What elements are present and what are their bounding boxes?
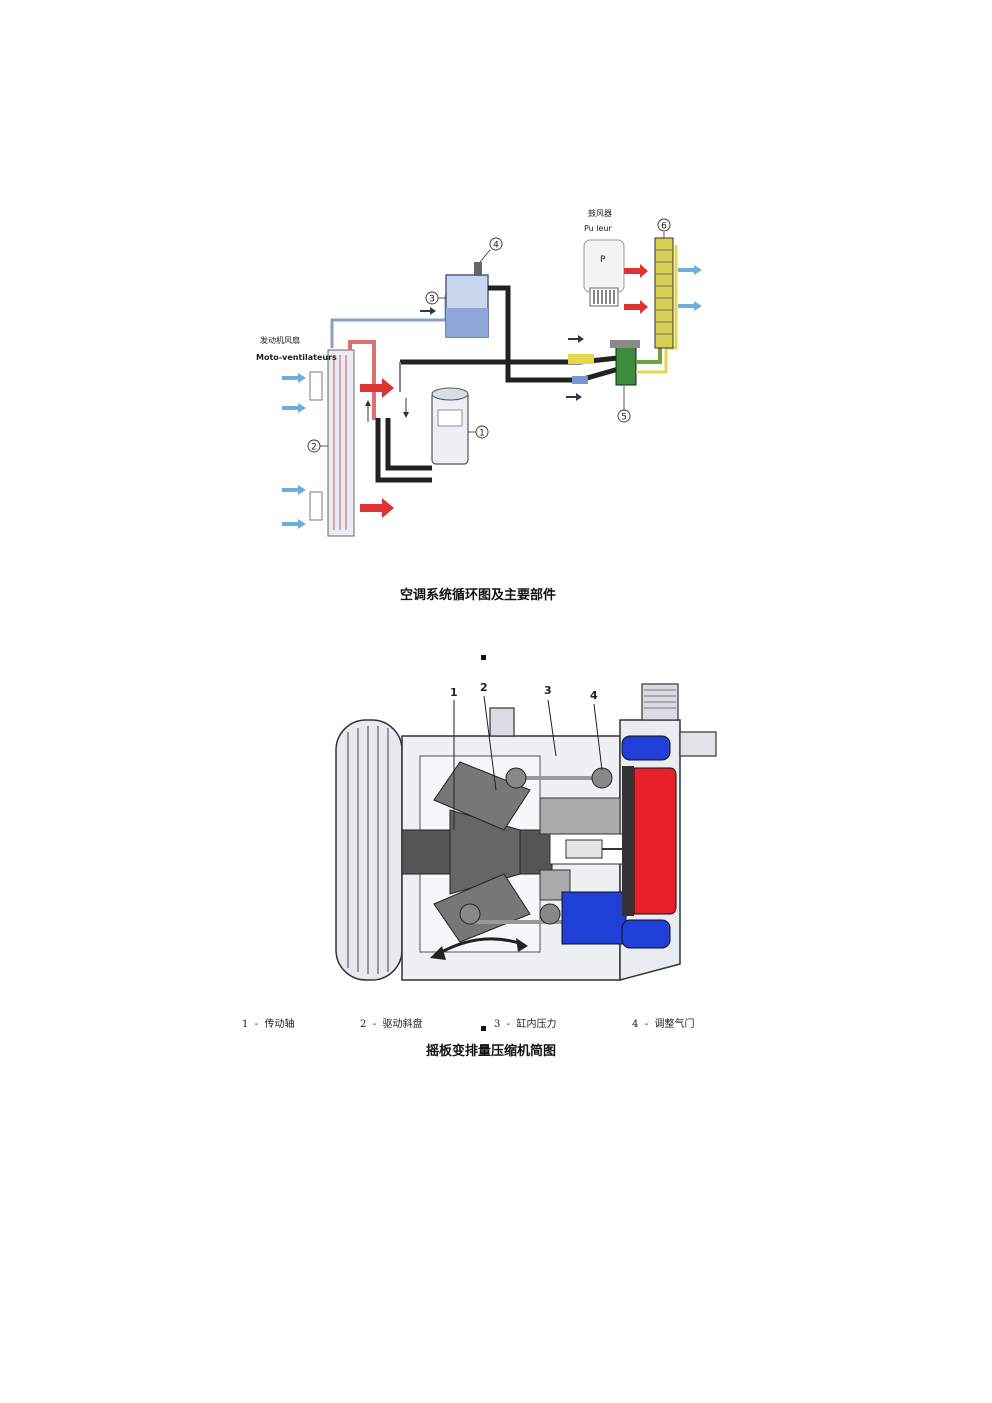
leader-line-3: [547, 699, 557, 757]
blower-label-cn: 鼓风器: [588, 208, 612, 218]
receiver-sensor: [474, 262, 482, 276]
rotation-arrow-head: [430, 946, 446, 960]
blower-label-fr: Pu leur: [584, 224, 613, 233]
blower-grille: [589, 287, 619, 307]
hot-air-arrow: [360, 378, 394, 398]
callout-6: 6: [657, 218, 671, 238]
cool-air-arrow: [678, 301, 702, 311]
warm-air-arrow: [624, 264, 648, 278]
evaporator-core: [654, 237, 674, 349]
piston-ball: [539, 903, 561, 925]
pipe-suction: [385, 418, 432, 471]
piston-ball: [591, 767, 613, 789]
compressor-cross-section: 1 2 3 4: [335, 681, 717, 981]
figure1-caption: 空调系统循环图及主要部件: [400, 588, 557, 603]
cool-air-arrow: [282, 519, 306, 529]
svg-text:4: 4: [493, 241, 499, 251]
flow-arrow: [566, 393, 582, 401]
cylinder-block-upper: [539, 797, 621, 835]
callout-2: 2: [480, 681, 488, 694]
pipe-fitting-yellow: [568, 354, 594, 364]
ac-circulation-diagram: 1 2 3 4 5 6 鼓风器 Pu leur P 发动机风扇 Moto-ven…: [256, 208, 702, 537]
svg-text:6: 6: [661, 222, 667, 232]
valve-plate: [622, 766, 634, 916]
condenser-fan: [309, 491, 323, 521]
pipe-discharge: [375, 418, 432, 483]
svg-text:3: 3: [429, 295, 435, 305]
callout-3: 3: [544, 684, 552, 697]
callout-1: 1: [450, 686, 458, 699]
svg-text:2: 2: [311, 443, 317, 453]
cool-air-arrow: [678, 265, 702, 275]
svg-text:5: 5: [621, 413, 627, 423]
condenser-core: [327, 349, 355, 537]
callout-4: 4: [590, 689, 598, 702]
legend-item-2: 2 - 驱动斜盘: [360, 1019, 423, 1030]
pipe-receiver-to-valve: [488, 285, 623, 383]
legend-item-3: 3 - 缸内压力: [494, 1019, 557, 1030]
bullet-marker: [481, 655, 486, 660]
blower-unit: [583, 239, 625, 293]
cool-air-arrow: [282, 403, 306, 413]
flow-arrow-head: [365, 400, 371, 406]
cool-air-arrow: [282, 373, 306, 383]
pipe-fitting-blue: [572, 376, 588, 384]
flow-arrow-head: [403, 412, 409, 418]
figure2-caption: 摇板变排量压缩机简图: [426, 1044, 557, 1059]
callout-1: 1: [468, 425, 489, 439]
piston-ball: [505, 767, 527, 789]
suction-port-lower: [621, 919, 671, 949]
rotation-arrow: [437, 937, 523, 956]
callout-2: 2: [307, 439, 328, 453]
compressor-clutch: [437, 409, 463, 427]
compressor-pulley: [335, 719, 403, 981]
pipe-hot-gas: [348, 340, 376, 420]
bullet-marker: [481, 1026, 486, 1031]
callout-4: 4: [479, 237, 503, 263]
rotation-arrow-head: [516, 938, 528, 952]
suction-chamber: [561, 891, 627, 945]
hot-air-arrow: [360, 498, 394, 518]
fan-label-cn: 发动机风扇: [260, 335, 300, 345]
top-bolt: [489, 707, 515, 737]
legend-item-4: 4 - 调整气门: [632, 1019, 695, 1030]
piston-ball: [459, 903, 481, 925]
svg-text:1: 1: [479, 429, 485, 439]
side-fitting: [679, 731, 717, 757]
condenser-fan: [309, 371, 323, 401]
compressor-pulley: [431, 387, 469, 401]
leader-line-4: [593, 703, 603, 771]
control-valve-spool: [565, 839, 603, 859]
expansion-valve: [615, 344, 637, 386]
warm-air-arrow: [624, 300, 648, 314]
compressor-body: [431, 391, 469, 465]
cool-air-arrow: [282, 485, 306, 495]
swash-plate-lower: [433, 873, 531, 943]
flow-arrow: [568, 335, 584, 343]
legend-item-1: 1 - 传动轴: [242, 1019, 295, 1030]
fan-label-fr: Moto-ventilateurs: [256, 353, 337, 362]
suction-port-upper: [621, 735, 671, 761]
flow-arrow: [420, 307, 436, 315]
callout-3: 3: [425, 291, 446, 305]
expansion-valve-cap: [610, 340, 640, 348]
blower-box-label: P: [600, 255, 606, 265]
leader-line-2: [483, 695, 497, 791]
receiver-liquid: [446, 308, 488, 337]
callout-5: 5: [617, 386, 631, 423]
discharge-chamber: [633, 767, 677, 915]
